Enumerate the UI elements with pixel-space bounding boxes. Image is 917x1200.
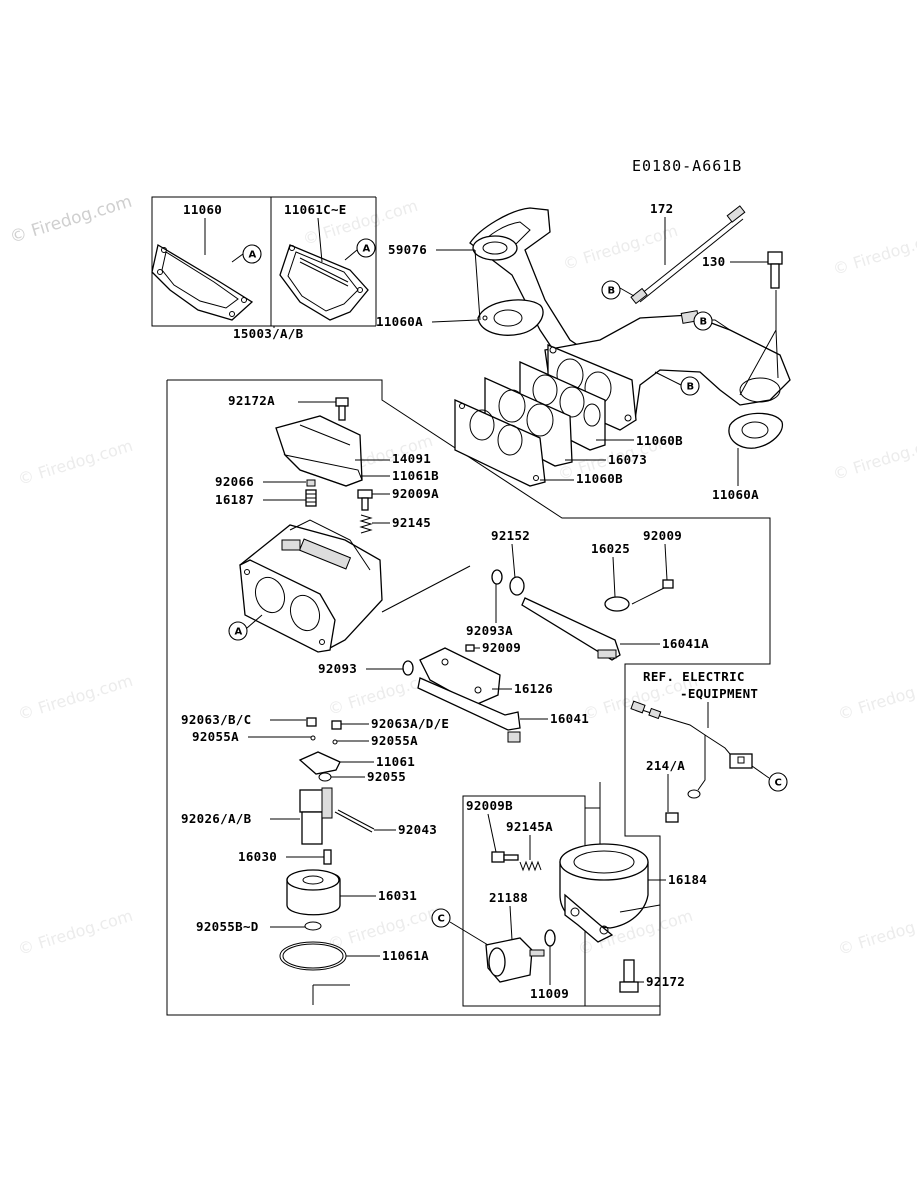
callout-b-text: B bbox=[608, 286, 616, 297]
label-92055: 92055 bbox=[367, 769, 406, 784]
label-11061: 11061 bbox=[376, 754, 415, 769]
gasket-11061c-drawing bbox=[279, 244, 369, 321]
label-92172: 92172 bbox=[646, 974, 685, 989]
watermark-text: © Firedog.com bbox=[16, 436, 135, 489]
label-92172a: 92172A bbox=[228, 393, 275, 408]
shaft-assembly-drawing: 92152 16025 92009 92093A 16041A 92009 92… bbox=[318, 528, 709, 743]
label-11009: 11009 bbox=[530, 986, 569, 1001]
float-bowl-drawing: 92063/B/C 92055A 92063A/D/E 92055A 11061… bbox=[181, 712, 449, 1005]
watermark-text: © Firedog.com bbox=[836, 906, 917, 959]
label-92063-b-c: 92063/B/C bbox=[181, 712, 251, 727]
cover-14091-drawing bbox=[275, 415, 363, 487]
gasket-11060a-top-drawing bbox=[477, 299, 544, 336]
label-92055a-left: 92055A bbox=[192, 729, 239, 744]
gasket-kit-box: 11060 11061C~E A A bbox=[151, 196, 377, 327]
label-16126: 16126 bbox=[514, 681, 553, 696]
label-130: 130 bbox=[702, 254, 725, 269]
label-16184: 16184 bbox=[668, 872, 707, 887]
callout-b-marker bbox=[680, 376, 700, 396]
watermark-text: © Firedog.com bbox=[831, 226, 917, 279]
label-16187: 16187 bbox=[215, 492, 254, 507]
label-11060: 11060 bbox=[183, 202, 222, 217]
label-16031: 16031 bbox=[378, 888, 417, 903]
label-172: 172 bbox=[650, 201, 673, 216]
label-11060a-right: 11060A bbox=[712, 487, 759, 502]
callout-b-text: B bbox=[700, 317, 708, 328]
watermarks: © Firedog.com © Firedog.com © Firedog.co… bbox=[8, 192, 917, 959]
throttle-body-drawing: 92009B 92145A 16184 21188 11009 92172 C bbox=[431, 798, 707, 1001]
label-92055a-right: 92055A bbox=[371, 733, 418, 748]
carburetor-assembly-box bbox=[166, 379, 771, 1016]
callout-a-text: A bbox=[235, 627, 243, 638]
callout-c-marker bbox=[768, 772, 788, 792]
watermark-text: © Firedog.com bbox=[16, 671, 135, 724]
label-92145a: 92145A bbox=[506, 819, 553, 834]
label-11060b-1: 11060B bbox=[636, 433, 683, 448]
watermark-text: © Firedog.com bbox=[836, 671, 917, 724]
gasket-11060b-front-drawing bbox=[454, 398, 546, 487]
label-92063a-d-e: 92063A/D/E bbox=[371, 716, 449, 731]
watermark-text: © Firedog.com bbox=[831, 431, 917, 484]
bolt-172-drawing bbox=[630, 205, 746, 305]
label-11060a-top: 11060A bbox=[376, 314, 423, 329]
callout-b-marker bbox=[601, 280, 621, 300]
label-92093a: 92093A bbox=[466, 623, 513, 638]
label-16073: 16073 bbox=[608, 452, 647, 467]
label-92093: 92093 bbox=[318, 661, 357, 676]
label-214-a: 214/A bbox=[646, 758, 685, 773]
label-16041a: 16041A bbox=[662, 636, 709, 651]
label-92009a: 92009A bbox=[392, 486, 439, 501]
callout-c-text: C bbox=[775, 778, 782, 789]
watermark-text: © Firedog.com bbox=[16, 906, 135, 959]
watermark-text: © Firedog.com bbox=[561, 221, 680, 274]
watermark-text: © Firedog.com bbox=[8, 192, 135, 248]
label-11061a: 11061A bbox=[382, 948, 429, 963]
label-ref-electric: REF. ELECTRIC bbox=[643, 669, 745, 684]
callout-b-marker bbox=[693, 311, 713, 331]
diagram-reference-code: E0180-A661B bbox=[632, 157, 742, 175]
callout-c-text: C bbox=[438, 914, 445, 925]
electric-equipment-drawing: REF. ELECTRIC -EQUIPMENT 214/A C bbox=[630, 669, 788, 823]
callout-a-text: A bbox=[363, 244, 371, 255]
label-ref-equipment: -EQUIPMENT bbox=[680, 686, 758, 701]
label-59076: 59076 bbox=[388, 242, 427, 257]
label-92026-a-b: 92026/A/B bbox=[181, 811, 252, 826]
gasket-11060a-right-drawing bbox=[728, 412, 784, 449]
callout-a-marker bbox=[356, 238, 376, 258]
callout-b-text: B bbox=[687, 382, 695, 393]
callout-a-text: A bbox=[249, 250, 257, 261]
label-21188: 21188 bbox=[489, 890, 528, 905]
label-16030: 16030 bbox=[238, 849, 277, 864]
label-16041: 16041 bbox=[550, 711, 589, 726]
watermark-text: © Firedog.com bbox=[326, 901, 445, 954]
label-92066: 92066 bbox=[215, 474, 254, 489]
label-16025: 16025 bbox=[591, 541, 630, 556]
gasket-11060-drawing bbox=[151, 243, 254, 321]
label-92152: 92152 bbox=[491, 528, 530, 543]
label-92009-mid: 92009 bbox=[482, 640, 521, 655]
label-92055b-d: 92055B~D bbox=[196, 919, 259, 934]
label-11060b-2: 11060B bbox=[576, 471, 623, 486]
bolt-130-drawing bbox=[767, 251, 783, 289]
label-92043: 92043 bbox=[398, 822, 437, 837]
label-11061c-e: 11061C~E bbox=[284, 202, 347, 217]
label-92009-top: 92009 bbox=[643, 528, 682, 543]
callout-a-marker bbox=[228, 621, 248, 641]
label-15003-a-b: 15003/A/B bbox=[233, 326, 304, 341]
label-11061b: 11061B bbox=[392, 468, 439, 483]
label-92009b: 92009B bbox=[466, 798, 513, 813]
callout-c-marker bbox=[431, 908, 451, 928]
carburetor-body-drawing: 92172A 14091 11061B 92066 16187 92009A 9… bbox=[215, 393, 471, 653]
label-92145: 92145 bbox=[392, 515, 431, 530]
intake-manifold-drawing: 59076 172 130 11060A 11060B 16073 11060B… bbox=[376, 201, 791, 502]
label-14091: 14091 bbox=[392, 451, 431, 466]
